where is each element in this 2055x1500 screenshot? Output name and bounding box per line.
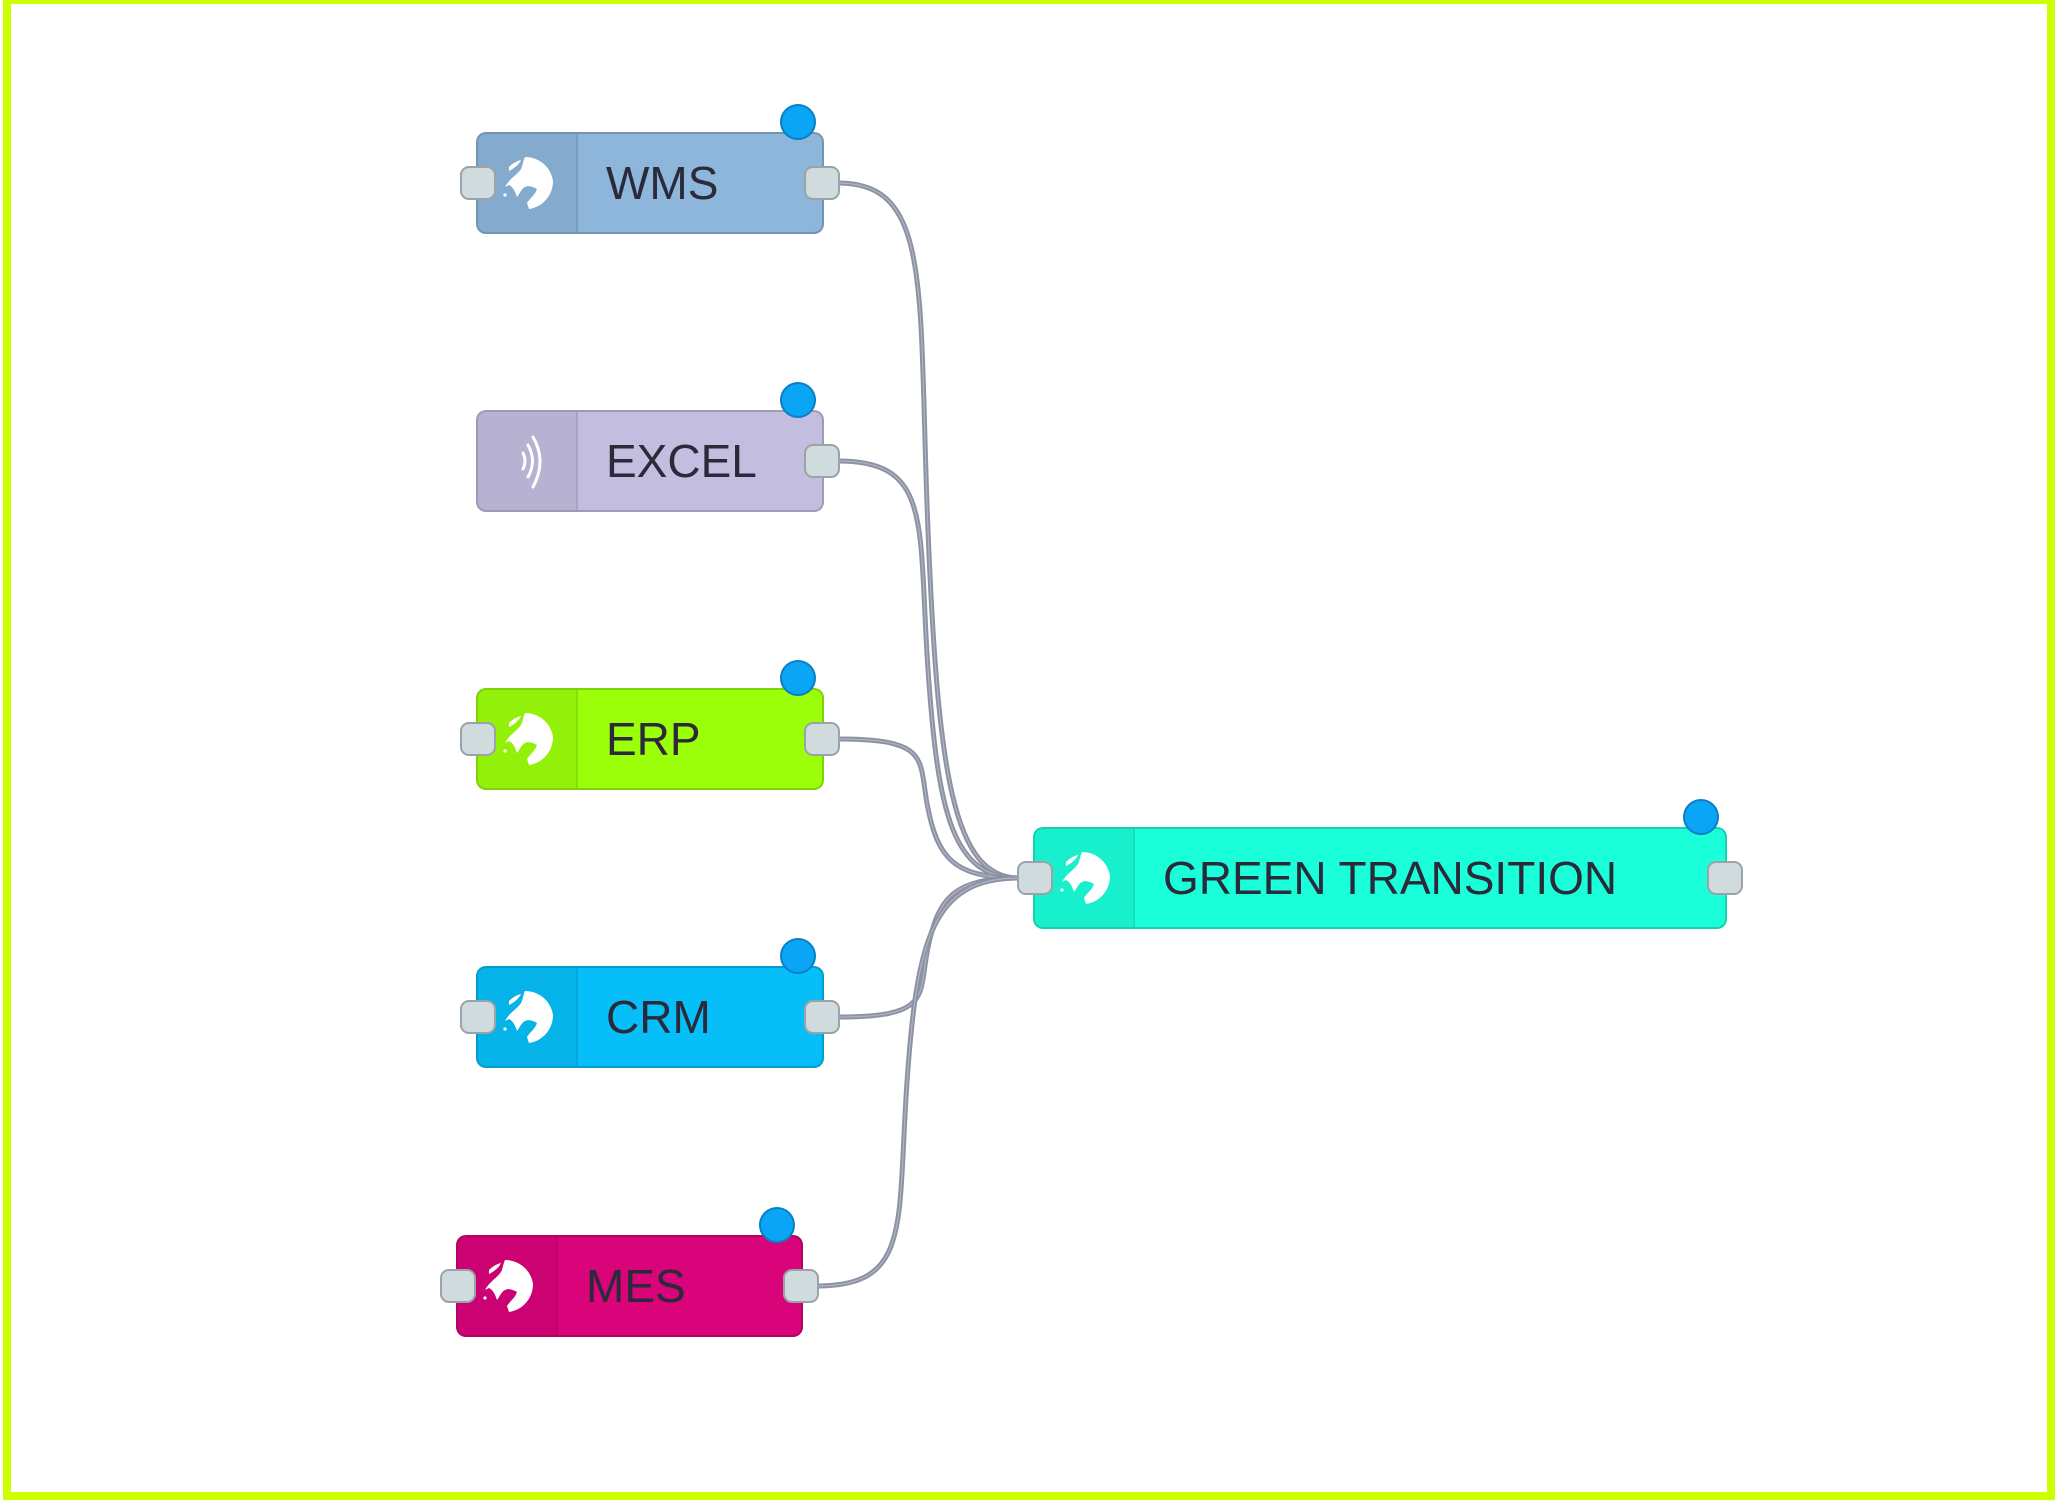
node-icon-area: [478, 134, 578, 232]
status-dot: [1683, 799, 1719, 835]
status-dot: [780, 660, 816, 696]
globe-icon: [503, 991, 553, 1043]
node-label: ERP: [606, 713, 701, 765]
globe-icon: [503, 713, 553, 765]
node-wms[interactable]: WMS: [460, 104, 840, 234]
node-icon-area: [1035, 829, 1135, 927]
node-label: WMS: [606, 157, 719, 209]
output-port[interactable]: [804, 722, 840, 756]
globe-icon: [503, 157, 553, 209]
status-dot: [780, 938, 816, 974]
output-port[interactable]: [783, 1269, 819, 1303]
status-dot: [780, 104, 816, 140]
input-port[interactable]: [440, 1269, 476, 1303]
input-port[interactable]: [1017, 861, 1053, 895]
output-port[interactable]: [804, 444, 840, 478]
node-mes[interactable]: MES: [440, 1207, 819, 1337]
output-port[interactable]: [1707, 861, 1743, 895]
status-dot: [759, 1207, 795, 1243]
input-port[interactable]: [460, 1000, 496, 1034]
node-excel[interactable]: EXCEL: [476, 382, 840, 512]
canvas-frame: [3, 0, 2055, 1500]
node-erp[interactable]: ERP: [460, 660, 840, 790]
node-label: GREEN TRANSITION: [1163, 852, 1618, 904]
globe-icon: [1060, 852, 1110, 904]
node-label: CRM: [606, 991, 711, 1043]
signal-waves-icon: [521, 435, 542, 489]
output-port[interactable]: [804, 1000, 840, 1034]
input-port[interactable]: [460, 166, 496, 200]
node-label: MES: [586, 1260, 686, 1312]
globe-icon: [483, 1260, 533, 1312]
output-port[interactable]: [804, 166, 840, 200]
node-green-transition[interactable]: GREEN TRANSITION: [1017, 799, 1743, 929]
node-label: EXCEL: [606, 435, 757, 487]
input-port[interactable]: [460, 722, 496, 756]
node-crm[interactable]: CRM: [460, 938, 840, 1068]
node-icon-area: [478, 412, 578, 510]
status-dot: [780, 382, 816, 418]
